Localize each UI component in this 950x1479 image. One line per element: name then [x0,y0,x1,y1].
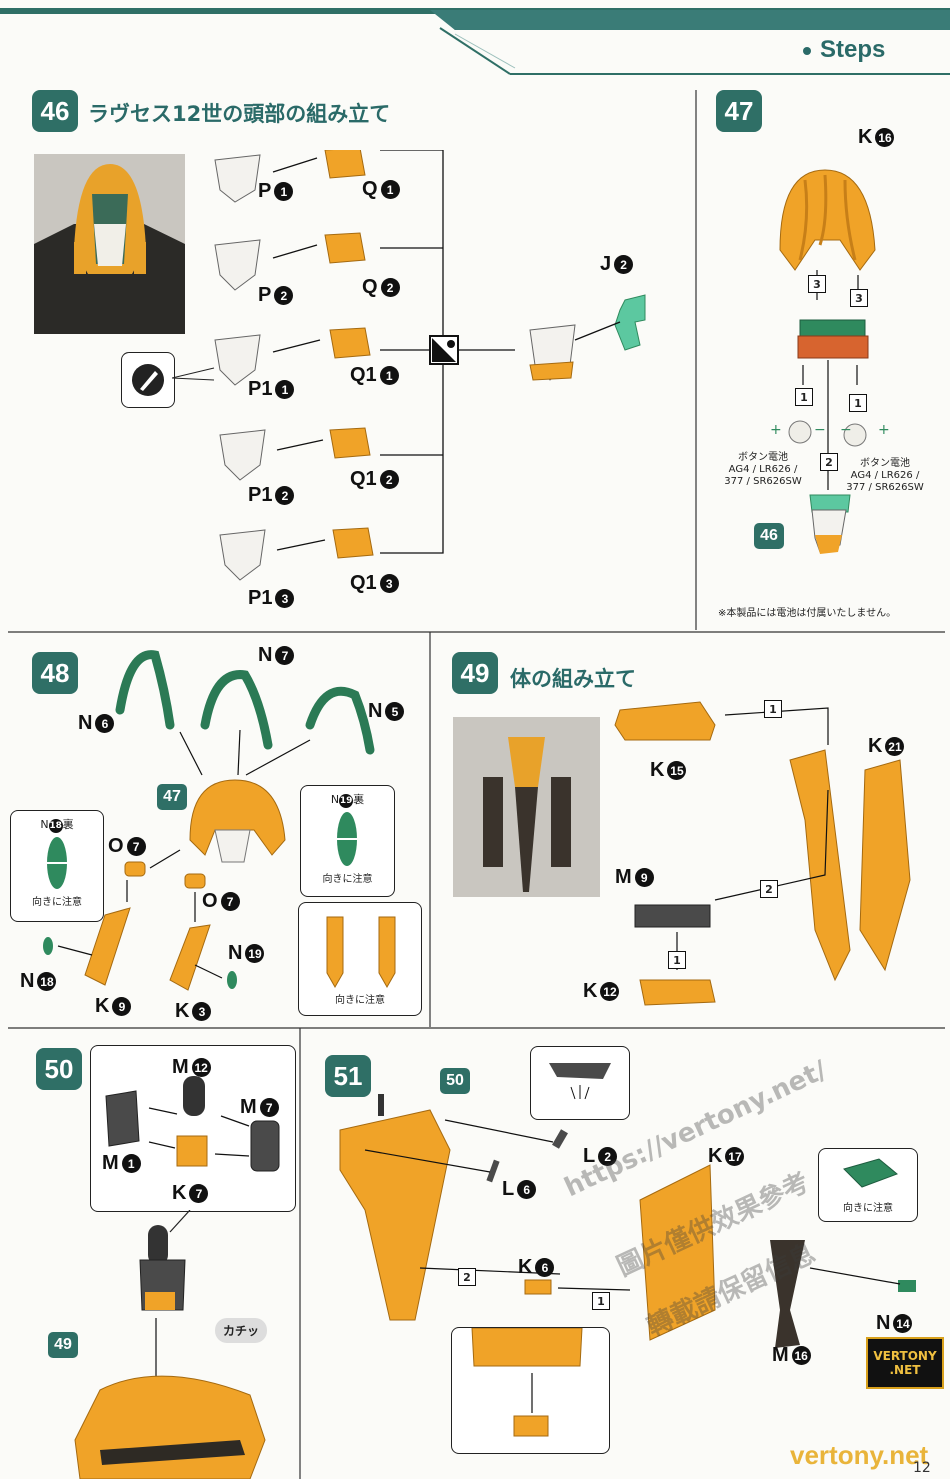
battery-footnote: ※本製品には電池は付属いたしません。 [718,608,897,619]
step-number-49: 49 [452,652,498,694]
page-number: 12 [913,1460,931,1476]
detail-box-k6 [451,1327,610,1454]
step49-diagram [614,701,911,1006]
step-number-48: 48 [32,652,78,694]
step-mark: 3 [850,289,868,307]
header-band [0,8,950,75]
battery-assembly-diagram: + − − + [770,169,890,554]
step-number-47: 47 [716,90,762,132]
svg-text:+: + [878,422,890,438]
step-mark: 2 [760,880,778,898]
step-mark: 1 [592,1292,610,1310]
head-photo [34,154,185,334]
step-mark: 2 [820,453,838,471]
bullet-icon [803,47,811,55]
detail-box-l2 [530,1046,630,1120]
note-box-orientation: 向きに注意 [298,902,422,1016]
note-box-n19: N19裏 向きに注意 [300,785,395,897]
step-mark: 1 [795,388,813,406]
paint-note-box [121,352,175,408]
step50-diagram [74,1210,266,1479]
step51-diagram [339,1094,916,1410]
ref-step-47: 47 [157,784,187,810]
ref-step-50: 50 [440,1068,470,1094]
step-mark: 1 [849,394,867,412]
step-mark: 2 [458,1268,476,1286]
ref-step-46: 46 [754,523,784,549]
svg-text:+: + [770,422,782,438]
step-mark: 1 [668,951,686,969]
svg-text:−: − [840,422,852,438]
step-number-46: 46 [32,90,78,132]
section-title: Steps [820,36,886,63]
click-sound-bubble: カチッ [215,1318,268,1343]
vertony-badge: VERTONY .NET [866,1337,944,1389]
step46-parts-diagram [214,150,646,581]
step-title-46: ラヴセス12世の頭部の組み立て [88,102,391,126]
step-mark: 1 [764,700,782,718]
step-title-49: 体の組み立て [510,667,636,691]
detail-box-n14: 向きに注意 [818,1148,918,1222]
ref-step-49: 49 [48,1332,78,1358]
step-mark: 3 [808,275,826,293]
step-number-50: 50 [36,1048,82,1090]
footer-watermark: vertony.net [790,1440,929,1470]
note-box-n18: N18裏 向きに注意 [10,810,104,922]
paint-note-pointer [172,367,215,381]
step-number-51: 51 [325,1055,371,1097]
step48-diagram [43,650,375,991]
svg-text:−: − [814,422,826,438]
body-photo [453,717,600,897]
